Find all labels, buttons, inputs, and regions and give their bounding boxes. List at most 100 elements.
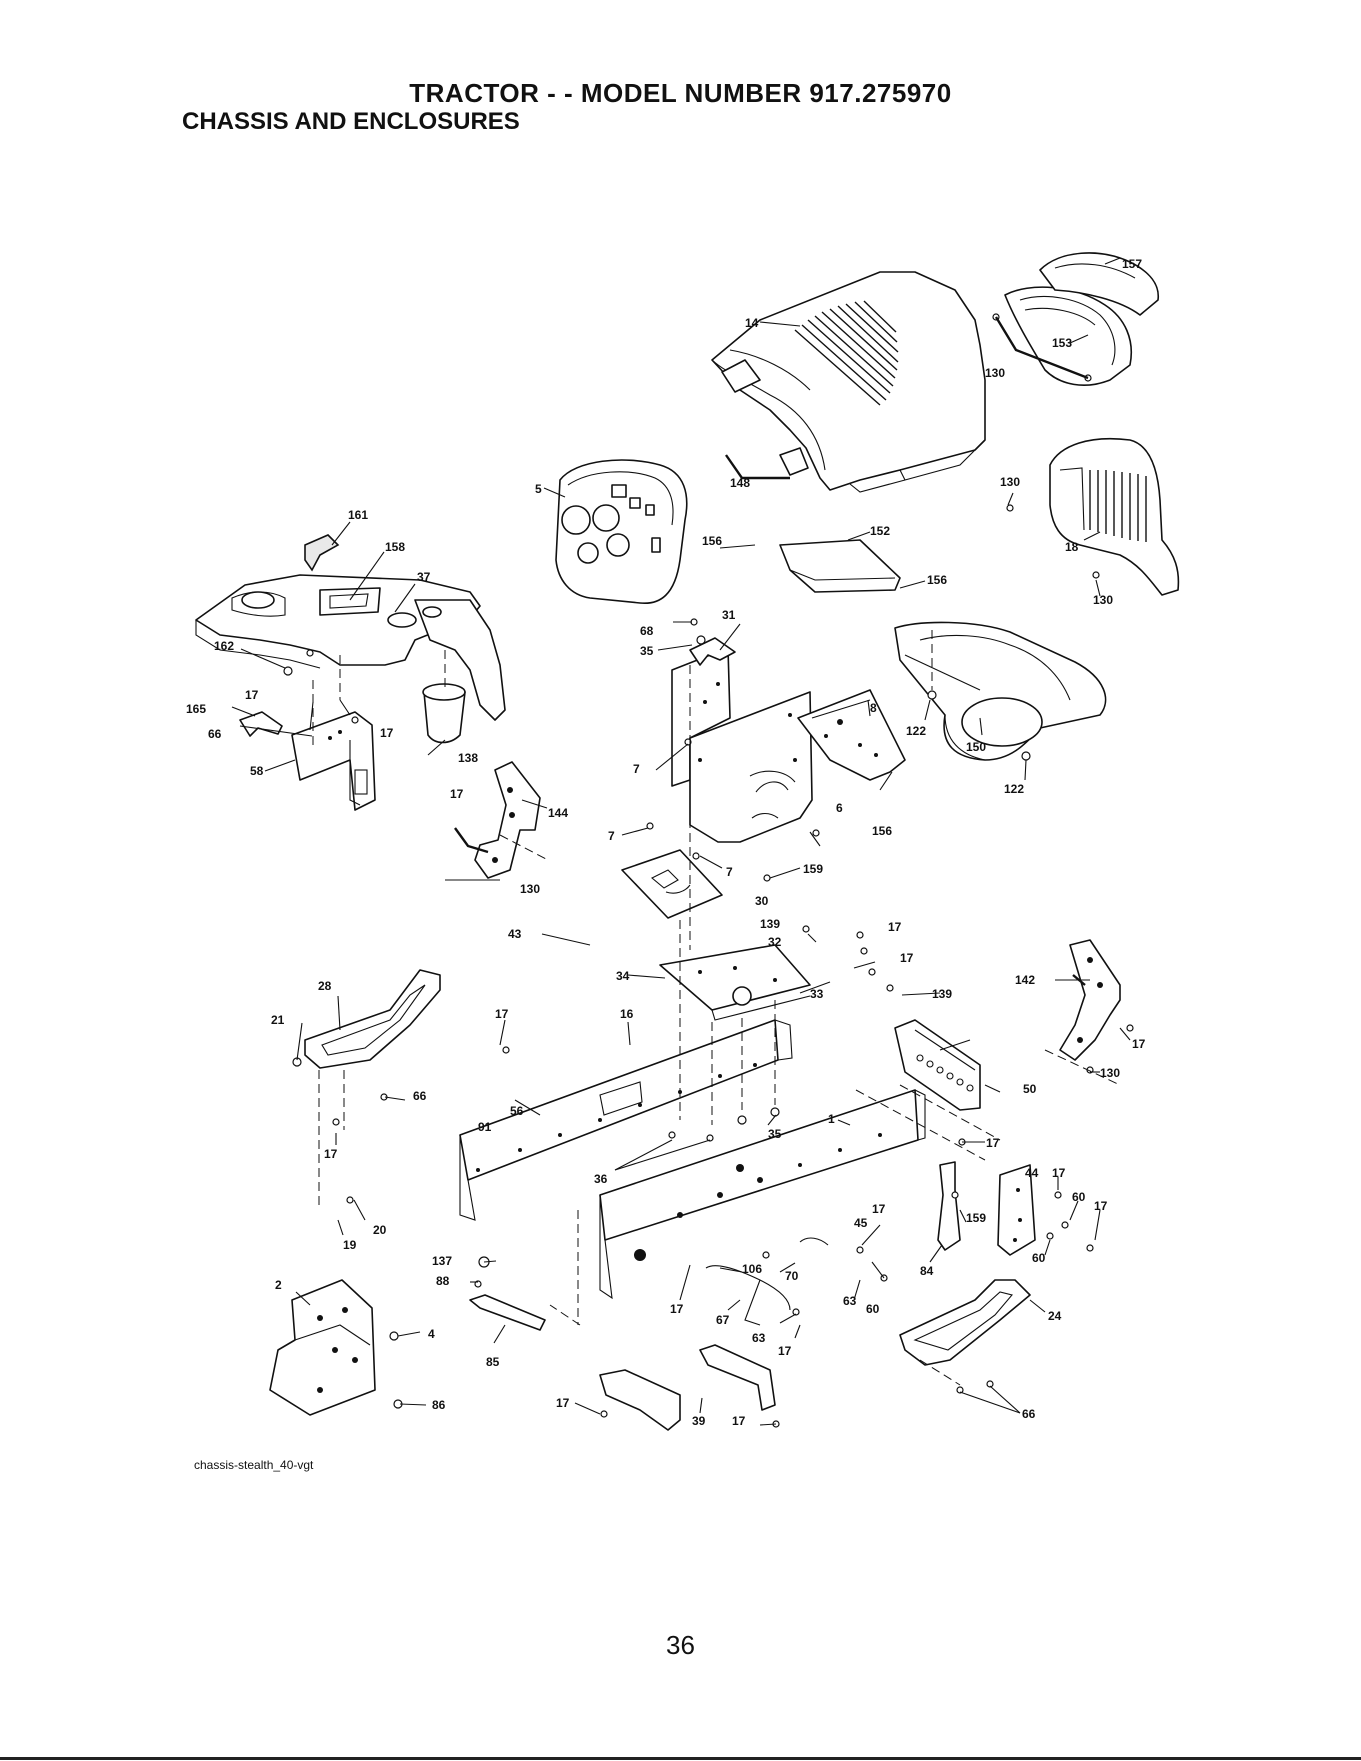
- callout-19: 19: [343, 1238, 357, 1252]
- callout-153: 153: [1052, 336, 1072, 350]
- callout-17-l: 17: [872, 1202, 886, 1216]
- callout-142: 142: [1015, 973, 1035, 987]
- battery-cover-part: [779, 539, 901, 593]
- callout-39: 39: [692, 1414, 706, 1428]
- callout-44: 44: [1025, 1166, 1039, 1180]
- front-axle-bracket-part: [894, 1019, 981, 1111]
- steering-plate-part: [797, 689, 906, 781]
- callout-60-b: 60: [1032, 1251, 1046, 1265]
- page-number: 36: [666, 1630, 695, 1660]
- callout-36: 36: [594, 1172, 608, 1186]
- callout-37: 37: [417, 570, 431, 584]
- callout-17-j: 17: [1094, 1199, 1108, 1213]
- rear-hitch-plate-part: [269, 1279, 376, 1416]
- callout-17-c: 17: [450, 787, 464, 801]
- callout-17-h: 17: [986, 1136, 1000, 1150]
- frame-left-rail-part: [459, 1019, 793, 1221]
- dash-support-bracket-part: [291, 711, 376, 811]
- callout-17-p: 17: [732, 1414, 746, 1428]
- callout-31: 31: [722, 608, 736, 622]
- side-plate-part: [997, 1164, 1036, 1256]
- callout-66-c: 66: [1022, 1407, 1036, 1421]
- callout-34: 34: [616, 969, 630, 983]
- knob-part: [304, 534, 340, 572]
- callout-7-b: 7: [608, 829, 615, 843]
- callout-17-o: 17: [556, 1396, 570, 1410]
- rear-tow-bar-part: [469, 1294, 546, 1331]
- callout-58: 58: [250, 764, 264, 778]
- lower-bracket-right-part: [699, 1344, 776, 1411]
- callout-16: 16: [620, 1007, 634, 1021]
- callout-8: 8: [870, 701, 877, 715]
- callout-161: 161: [348, 508, 368, 522]
- callout-6: 6: [836, 801, 843, 815]
- callout-144: 144: [548, 806, 568, 820]
- callout-17-d: 17: [888, 920, 902, 934]
- callout-14: 14: [745, 316, 759, 330]
- bracket-clip-part: [239, 711, 283, 737]
- pedal-bracket-part: [474, 761, 541, 879]
- callout-56: 56: [510, 1104, 524, 1118]
- callout-159-b: 159: [966, 1211, 986, 1225]
- callout-67: 67: [716, 1313, 730, 1327]
- callout-91: 91: [478, 1120, 492, 1134]
- callout-28: 28: [318, 979, 332, 993]
- page-title: TRACTOR - - MODEL NUMBER 917.275970: [409, 78, 952, 108]
- callout-122-a: 122: [906, 724, 926, 738]
- callout-63-b: 63: [752, 1331, 766, 1345]
- hardware-fasteners: [283, 504, 1134, 1428]
- callout-63-a: 63: [843, 1294, 857, 1308]
- callout-17-b: 17: [380, 726, 394, 740]
- seat-plate-part: [621, 849, 723, 919]
- callout-66-b: 66: [413, 1089, 427, 1103]
- frame-right-rail-part: [599, 1089, 926, 1300]
- callout-70: 70: [785, 1269, 799, 1283]
- callout-17-f: 17: [1132, 1037, 1146, 1051]
- dash-panel-part: [555, 459, 688, 605]
- callout-130-d: 130: [520, 882, 540, 896]
- callout-24: 24: [1048, 1309, 1062, 1323]
- callout-139-a: 139: [760, 917, 780, 931]
- group-leaders: [454, 316, 1089, 986]
- callout-17-m: 17: [670, 1302, 684, 1316]
- diagram-file-label: chassis-stealth_40-vgt: [194, 1458, 314, 1472]
- callout-158: 158: [385, 540, 405, 554]
- footrest-left-part: [304, 969, 441, 1069]
- callout-32: 32: [768, 935, 782, 949]
- callout-21: 21: [271, 1013, 285, 1027]
- hood-part: [711, 271, 986, 493]
- front-bumper-bracket-part: [1059, 939, 1121, 1061]
- callout-137: 137: [432, 1254, 452, 1268]
- callout-5: 5: [535, 482, 542, 496]
- callout-35-b: 35: [768, 1127, 782, 1141]
- callout-130-e: 130: [1100, 1066, 1120, 1080]
- callout-7-c: 7: [726, 865, 733, 879]
- cup-holder-part: [422, 683, 466, 744]
- footrest-right-part: [899, 1279, 1031, 1366]
- lens-part: [1039, 252, 1159, 316]
- callout-43: 43: [508, 927, 522, 941]
- callout-33: 33: [810, 987, 824, 1001]
- callout-50: 50: [1023, 1082, 1037, 1096]
- callout-130-c: 130: [1093, 593, 1113, 607]
- callout-30: 30: [755, 894, 769, 908]
- callout-84: 84: [920, 1264, 934, 1278]
- callout-152: 152: [870, 524, 890, 538]
- grille-part: [1049, 437, 1180, 596]
- callout-150: 150: [966, 740, 986, 754]
- callout-162: 162: [214, 639, 234, 653]
- callout-60-a: 60: [1072, 1190, 1086, 1204]
- callout-labels: 14 157 153 130 148 130 18 130 5 161 158 …: [186, 257, 1146, 1428]
- callout-86: 86: [432, 1398, 446, 1412]
- callout-156-b: 156: [927, 573, 947, 587]
- callout-68: 68: [640, 624, 654, 638]
- callout-20: 20: [373, 1223, 387, 1237]
- callout-88: 88: [436, 1274, 450, 1288]
- callout-17-i: 17: [1052, 1166, 1066, 1180]
- pedal-linkage-part: [705, 1237, 829, 1326]
- section-subtitle: CHASSIS AND ENCLOSURES: [182, 108, 520, 135]
- bottom-rule: [0, 1757, 1361, 1760]
- callout-45: 45: [854, 1216, 868, 1230]
- dash-part: [195, 574, 506, 721]
- leader-lines: [231, 257, 1131, 1426]
